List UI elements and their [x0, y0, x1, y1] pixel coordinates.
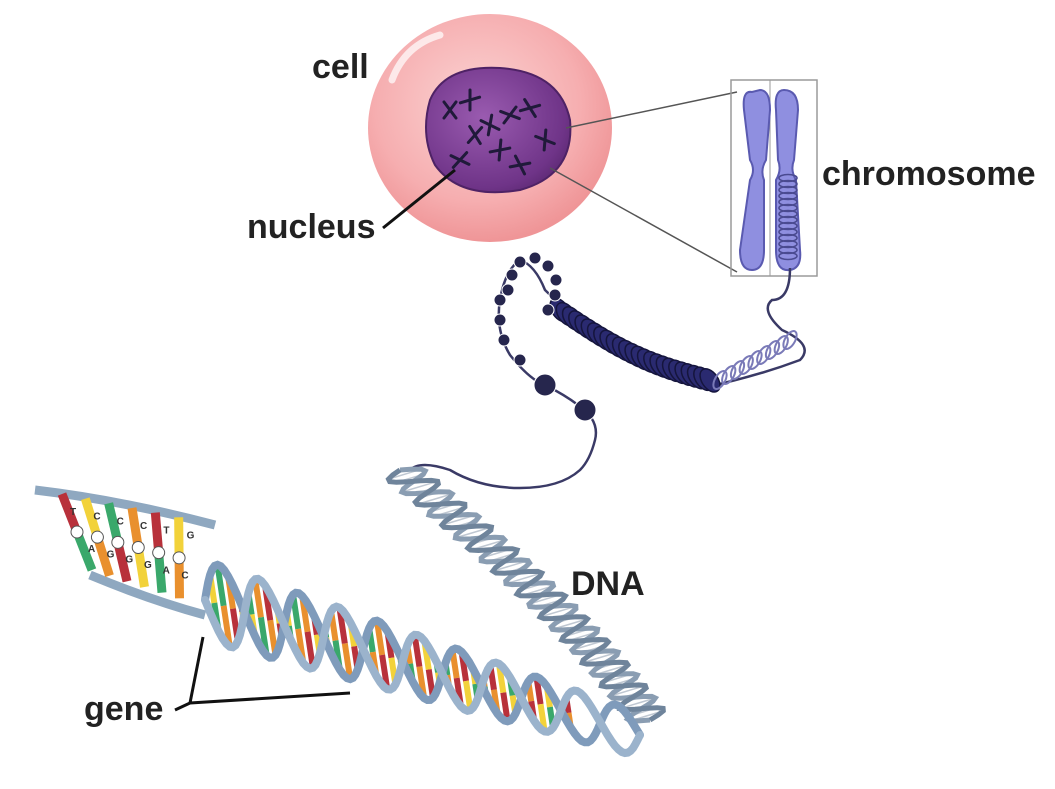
light-coil-loop — [781, 329, 800, 351]
base-letter: G — [144, 560, 152, 571]
chromosome-coil — [779, 175, 797, 260]
chromatin-fiber — [410, 252, 805, 488]
base-pair-bond — [112, 536, 124, 548]
base-letter: G — [187, 530, 195, 541]
base-letter: C — [140, 521, 147, 532]
chromosome-label: chromosome — [822, 155, 1036, 194]
base-letter: C — [93, 512, 100, 523]
base-pair-bond — [153, 547, 165, 559]
base-letter: T — [70, 507, 76, 518]
base-letter: G — [107, 549, 115, 560]
nucleosome-bead — [534, 374, 556, 396]
nucleosome-bead — [542, 304, 554, 316]
nucleosome-bead — [514, 354, 526, 366]
light-coil-loop — [754, 344, 773, 366]
zoom-line-bottom — [550, 168, 737, 272]
nucleus-label: nucleus — [247, 208, 375, 247]
base-letter: A — [163, 565, 170, 576]
nucleosome-bead — [529, 252, 541, 264]
nucleosome-bead — [498, 334, 510, 346]
nucleosome-bead — [550, 274, 562, 286]
base-pair-bond — [91, 531, 103, 543]
base-pair-bond — [71, 526, 83, 538]
base-pair-bond — [173, 552, 185, 564]
base-letter: C — [181, 571, 188, 582]
base-letter: A — [88, 544, 95, 555]
base-letter: C — [117, 516, 124, 527]
base-pair-bond — [132, 542, 144, 554]
light-coil-loop — [772, 334, 791, 356]
light-coil-loop — [737, 354, 756, 376]
light-coil-loop — [746, 349, 765, 371]
chromosome-group — [731, 80, 817, 276]
cell-group — [368, 14, 612, 242]
dna-label: DNA — [571, 565, 645, 604]
nucleosome-bead — [494, 294, 506, 306]
solenoid-coils — [546, 295, 799, 396]
nucleosome-bead — [574, 399, 596, 421]
nucleosome-bead — [502, 284, 514, 296]
nucleosome-bead — [542, 260, 554, 272]
helix-base — [308, 632, 313, 668]
light-coil-loop — [763, 339, 782, 361]
chromosome-left-chromatid — [740, 90, 770, 270]
light-coil-loop — [719, 364, 738, 386]
nucleosome-beads — [494, 252, 596, 421]
nucleosome-bead — [549, 289, 561, 301]
nucleosome-bead — [494, 314, 506, 326]
base-letter: G — [125, 555, 133, 566]
base-letter: T — [163, 526, 169, 537]
gene-label: gene — [84, 690, 163, 729]
nucleosome-bead — [514, 256, 526, 268]
cell-label: cell — [312, 48, 369, 87]
nucleosome-bead — [506, 269, 518, 281]
